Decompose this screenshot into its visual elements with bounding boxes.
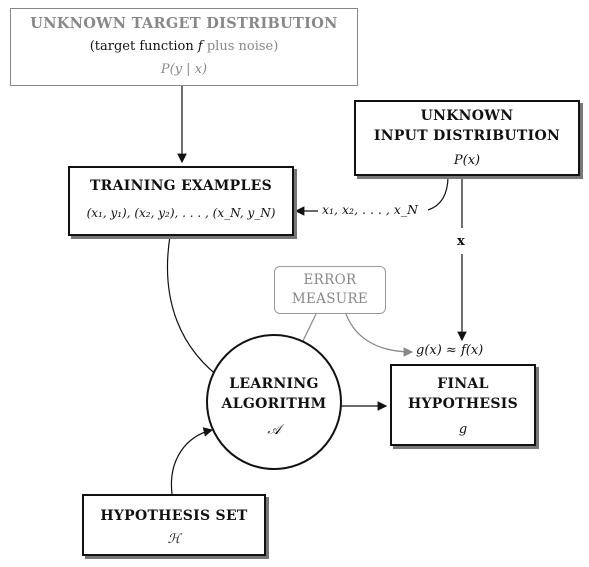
learning-algorithm-circle: LEARNING ALGORITHM 𝒜 bbox=[206, 334, 342, 470]
final-hypothesis-symbol: g bbox=[458, 422, 468, 437]
error-measure-box: ERROR MEASURE bbox=[274, 266, 386, 314]
target-distribution-box: UNKNOWN TARGET DISTRIBUTION (target func… bbox=[10, 8, 358, 86]
input-distribution-title-line1: UNKNOWN bbox=[420, 108, 514, 124]
learning-algorithm-line2: ALGORITHM bbox=[221, 396, 327, 412]
target-distribution-title: UNKNOWN TARGET DISTRIBUTION bbox=[30, 15, 338, 32]
error-measure-line2: MEASURE bbox=[291, 291, 369, 307]
hypothesis-set-title: HYPOTHESIS SET bbox=[100, 508, 248, 524]
training-examples-box: TRAINING EXAMPLES (x₁, y₁), (x₂, y₂), . … bbox=[68, 166, 294, 236]
target-distribution-formula: P(y | x) bbox=[160, 62, 208, 77]
hypothesis-set-symbol: ℋ bbox=[167, 532, 181, 547]
final-hypothesis-line1: FINAL bbox=[437, 376, 489, 392]
target-distribution-subtitle: (target function f plus noise) bbox=[11, 39, 357, 54]
subtitle-prefix: (target function bbox=[89, 39, 198, 54]
final-hypothesis-line2: HYPOTHESIS bbox=[407, 396, 519, 412]
training-examples-formula: (x₁, y₁), (x₂, y₂), . . . , (x_N, y_N) bbox=[86, 206, 276, 220]
learning-algorithm-symbol: 𝒜 bbox=[267, 422, 281, 438]
final-hypothesis-box: FINAL HYPOTHESIS g bbox=[390, 364, 536, 446]
subtitle-f: f bbox=[197, 39, 203, 54]
subtitle-suffix: plus noise) bbox=[202, 39, 279, 54]
input-distribution-formula: P(x) bbox=[453, 153, 481, 168]
hypothesis-set-box: HYPOTHESIS SET ℋ bbox=[82, 494, 266, 556]
input-distribution-title-line2: INPUT DISTRIBUTION bbox=[373, 128, 561, 144]
approx-label: g(x) ≈ f(x) bbox=[416, 343, 484, 358]
x-label: x bbox=[457, 234, 465, 249]
learning-algorithm-line1: LEARNING bbox=[229, 376, 319, 392]
error-measure-line1: ERROR bbox=[303, 272, 357, 288]
inputs-label: x₁, x₂, . . . , x_N bbox=[322, 202, 419, 217]
training-examples-title: TRAINING EXAMPLES bbox=[89, 178, 273, 194]
input-distribution-box: UNKNOWN INPUT DISTRIBUTION P(x) bbox=[354, 100, 580, 176]
